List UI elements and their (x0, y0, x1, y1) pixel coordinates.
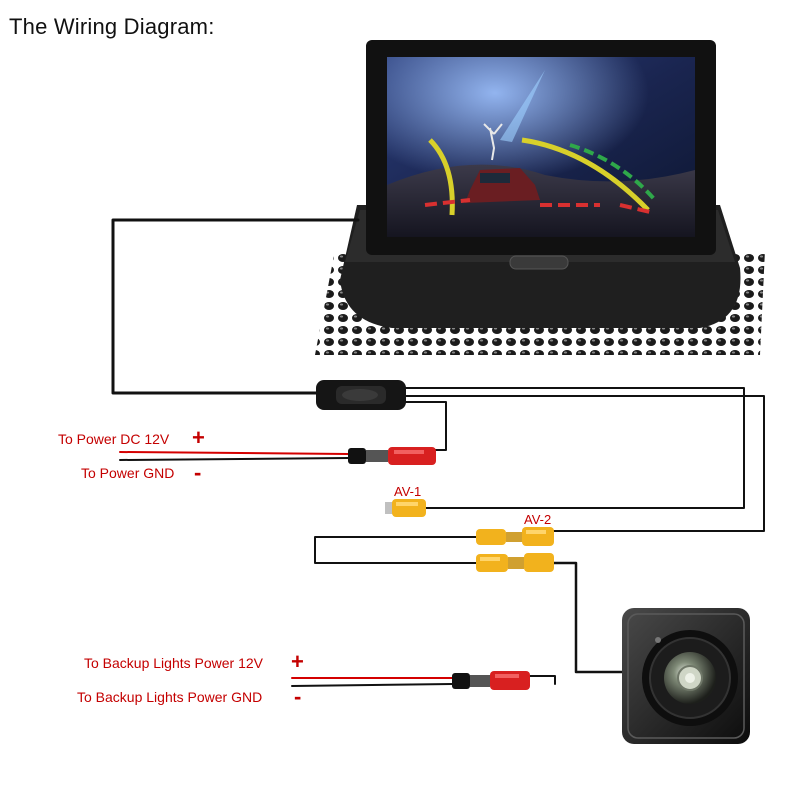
label-backup-power: To Backup Lights Power 12V (84, 655, 263, 671)
label-power-gnd: To Power GND (81, 465, 175, 481)
plus-sign-backup: + (291, 649, 304, 674)
monitor-icon (315, 40, 765, 355)
minus-sign-backup: - (294, 684, 302, 709)
wires (111, 218, 765, 687)
plus-sign-power: + (192, 425, 205, 450)
monitor-button (509, 255, 569, 270)
power-plug-icon (348, 447, 436, 465)
camera-cable (552, 561, 627, 674)
monitor-connector (316, 380, 406, 410)
camera-icon (622, 608, 750, 744)
label-av1: AV-1 (394, 484, 422, 499)
backup-power-plug-icon (452, 671, 530, 690)
diagram-title: The Wiring Diagram: (9, 14, 215, 39)
av1-rca-connector-icon (385, 499, 426, 517)
av1-wire (403, 387, 745, 509)
power-gnd-wire (119, 457, 349, 461)
minus-sign-power: - (194, 460, 202, 485)
power-link-wire (403, 401, 447, 451)
power-dc-wire (119, 451, 349, 455)
backup-gnd-wire (291, 683, 453, 687)
label-backup-gnd: To Backup Lights Power GND (77, 689, 263, 705)
av2-loop-wire (314, 536, 477, 564)
monitor-cable (111, 218, 360, 395)
label-power-dc: To Power DC 12V (58, 431, 170, 447)
av2-monitor-wire (403, 395, 765, 532)
av2-rca-connector-icon (476, 527, 554, 546)
label-av2: AV-2 (524, 512, 552, 527)
camera-rca-connector-icon (476, 553, 554, 572)
